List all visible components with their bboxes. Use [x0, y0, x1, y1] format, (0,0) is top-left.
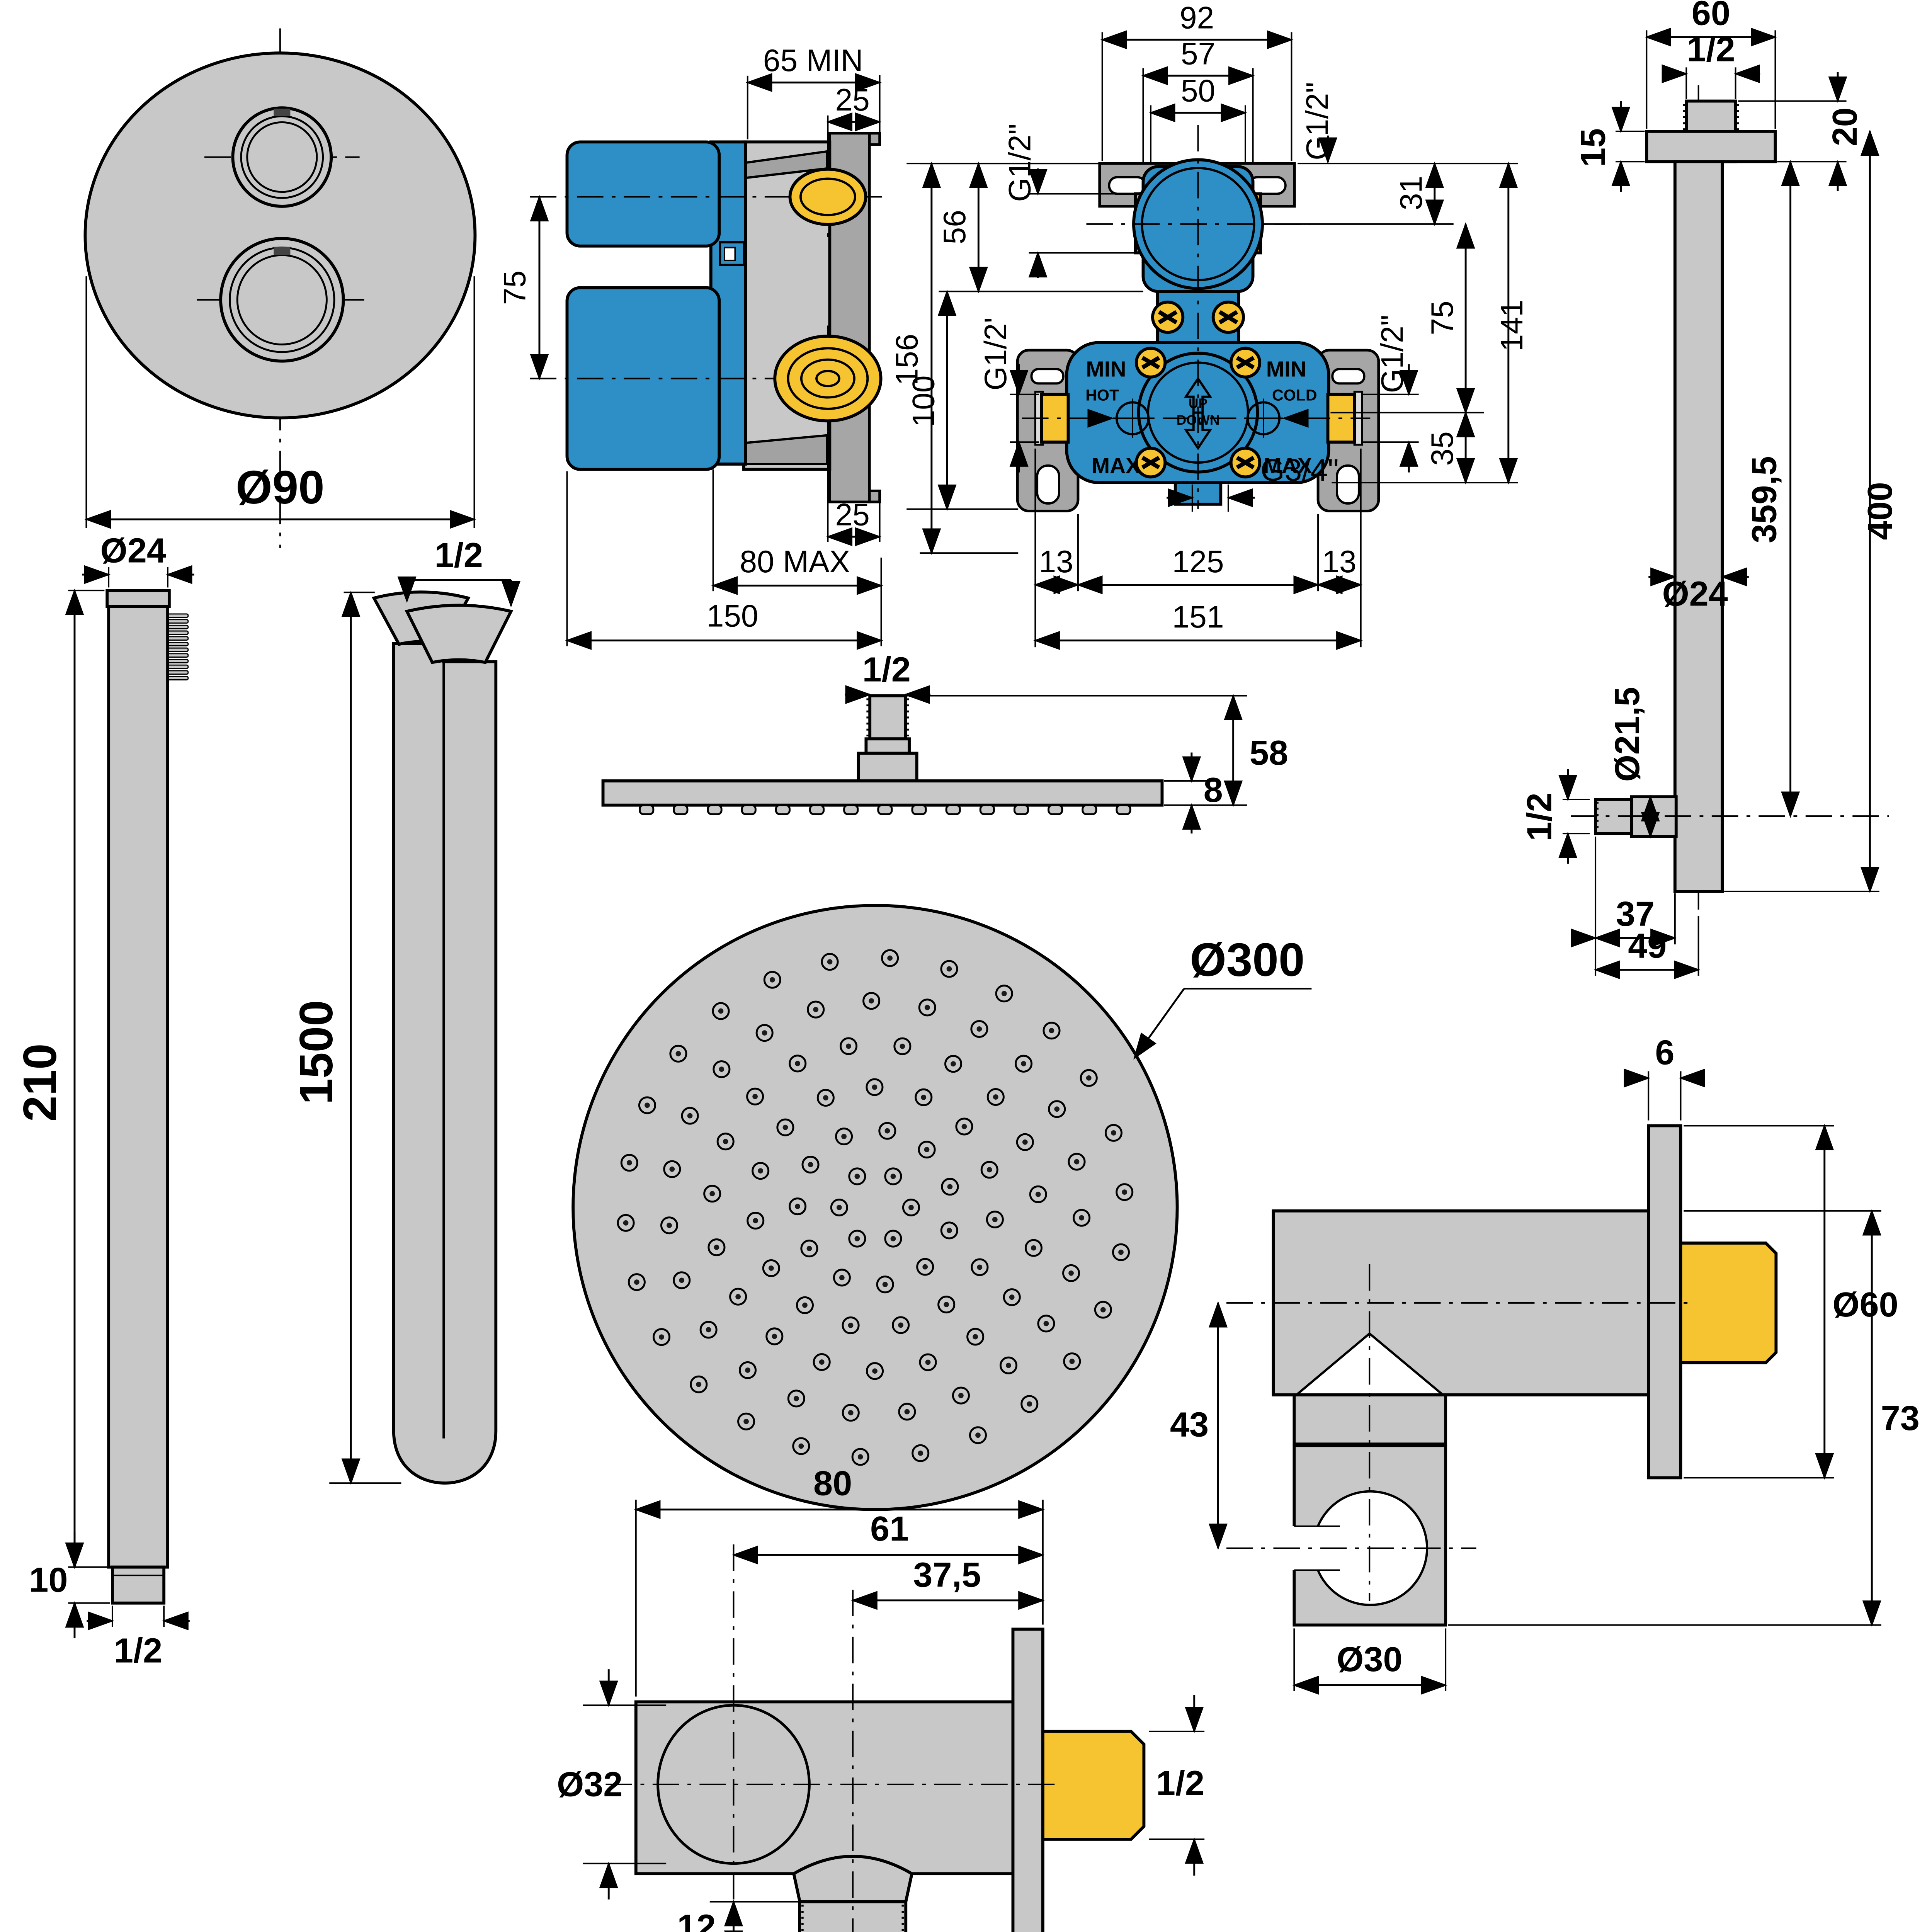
dim-37: 37: [1616, 895, 1655, 934]
holder-thread: [1679, 1242, 1778, 1364]
knob-index-mark: [274, 247, 291, 255]
dim-offset-bottom: 25: [835, 498, 869, 532]
dim-35: 35: [1425, 431, 1460, 466]
dim-flange-t: 6: [1655, 1033, 1674, 1072]
shower-head-face-view: Ø300: [571, 904, 1312, 1511]
volume-knob: [219, 237, 345, 363]
dim-151: 151: [1172, 600, 1224, 634]
dim-61: 61: [870, 1509, 909, 1548]
head-thread: [868, 694, 907, 741]
dim-hose-length: 1500: [290, 1000, 342, 1104]
dim-pipe-d: Ø24: [1662, 574, 1728, 613]
dim-hose-thread: 1/2: [435, 536, 483, 575]
upper-cartridge: [565, 140, 721, 248]
dim-56: 56: [937, 210, 972, 244]
dim-31: 31: [1394, 176, 1429, 210]
dim-outlet-thread: 1/2: [1520, 793, 1559, 841]
dim-43: 43: [1170, 1405, 1209, 1444]
trim-plate-view: Ø90: [83, 28, 477, 548]
elbow-nipple: [798, 1900, 908, 1932]
elbow-thread-side: [1041, 1730, 1146, 1841]
outlet-elbow-view: 80 61 37,5 Ø32 1/2 12 1/2: [557, 1464, 1205, 1932]
head-disc: [601, 779, 1164, 807]
ceiling-flange: [1645, 130, 1777, 163]
holder-flange: [1647, 1124, 1682, 1480]
dim-thread-right: G1/2": [1375, 315, 1410, 393]
trim-plate: [83, 51, 477, 420]
dim-75: 75: [1425, 301, 1460, 335]
dim-400: 400: [1861, 482, 1900, 540]
dim-359-5: 359,5: [1745, 456, 1784, 543]
dim-head-diameter: Ø300: [1190, 933, 1304, 986]
dim-37-5: 37,5: [913, 1556, 981, 1595]
valve-front-view: UP DOWN MIN MIN MAX MAX HOT COLD 92 57 5…: [906, 0, 1529, 650]
dim-thread-left-bottom: G1/2': [978, 317, 1013, 390]
knob-index-mark: [274, 109, 291, 116]
dim-thread-top: 1/2: [1687, 30, 1735, 69]
dim-thread-side: 1/2: [1156, 1764, 1204, 1803]
label-cold: COLD: [1272, 386, 1317, 404]
label-min-left: MIN: [1086, 357, 1126, 382]
top-cap: [105, 589, 171, 608]
holder-view: 6 Ø60 73 43 Ø30: [1170, 1033, 1920, 1695]
shower-head-side-view: 1/2 58 8: [601, 650, 1288, 834]
dim-13-left: 13: [1039, 544, 1073, 579]
dim-spacing: 75: [498, 270, 532, 305]
dim-thread-top: G1/2": [1300, 82, 1335, 160]
dim-head-total: 58: [1250, 733, 1288, 772]
dim-head-disc: 8: [1204, 770, 1223, 810]
label-min-right: MIN: [1266, 357, 1306, 382]
spray-ribs: [166, 613, 189, 680]
dim-fork-d: Ø30: [1337, 1640, 1402, 1679]
hose-nut-right: [405, 604, 514, 664]
arm-pipe: [1673, 160, 1724, 893]
dim-head-thread: 1/2: [862, 650, 911, 689]
dim-thread-bottom: G3/4": [1260, 453, 1339, 488]
dim-flange-h: 15: [1574, 128, 1613, 167]
dim-hand-len: 210: [14, 1043, 66, 1122]
dim-outlet-d: Ø21,5: [1608, 687, 1647, 782]
label-max-left: MAX: [1092, 454, 1140, 478]
dim-hand-tail: 10: [29, 1560, 68, 1599]
dim-92: 92: [1180, 0, 1214, 35]
dim-49: 49: [1628, 926, 1667, 965]
dim-hand-thread: 1/2: [114, 1631, 162, 1670]
dim-80: 80: [813, 1464, 852, 1503]
hand-shower-view: Ø24 210 10 1/2: [14, 531, 194, 1670]
dim-height: 156: [890, 334, 925, 386]
hose-view: 1/2 1500: [290, 536, 520, 1485]
dim-thread-left-top: G1/2": [1003, 124, 1037, 202]
dim-width: 150: [707, 599, 759, 633]
dim-depth-max: 80 MAX: [740, 544, 850, 579]
dim-flange-w: 60: [1692, 0, 1730, 33]
dim-plate-diameter: Ø90: [236, 461, 325, 514]
dim-offset-top: 25: [835, 83, 869, 117]
head-hub: [857, 752, 918, 782]
dim-12: 12: [677, 1908, 716, 1932]
dim-73: 73: [1881, 1399, 1920, 1438]
dim-stub-len: 20: [1825, 107, 1864, 146]
dim-depth-min: 65 MIN: [763, 43, 863, 78]
nozzle-pattern: [617, 949, 1134, 1466]
dim-d32: Ø32: [557, 1765, 622, 1804]
inlet-fitting: [111, 1565, 166, 1605]
nozzle-row: [639, 804, 1131, 815]
dim-13-right: 13: [1322, 544, 1356, 579]
dim-50: 50: [1181, 74, 1215, 109]
dim-125: 125: [1172, 544, 1224, 579]
dim-141: 141: [1495, 299, 1529, 351]
ceiling-arm-view: 60 1/2 15 20 359,5 400 Ø24 Ø21,5 1/2 37 …: [1520, 0, 1900, 980]
label-max-right: MAX: [1264, 454, 1312, 478]
handle-body: [107, 605, 169, 1569]
elbow-flange: [1011, 1628, 1044, 1932]
head-stem: [864, 737, 911, 755]
dim-57: 57: [1181, 37, 1215, 71]
dim-hand-d: Ø24: [100, 531, 166, 570]
valve-side-view: 65 MIN 25 75 156 25 80 MAX 150: [498, 43, 1100, 650]
dim-100: 100: [906, 375, 941, 427]
label-hot: HOT: [1085, 386, 1119, 404]
dim-flange-d: Ø60: [1832, 1285, 1898, 1324]
